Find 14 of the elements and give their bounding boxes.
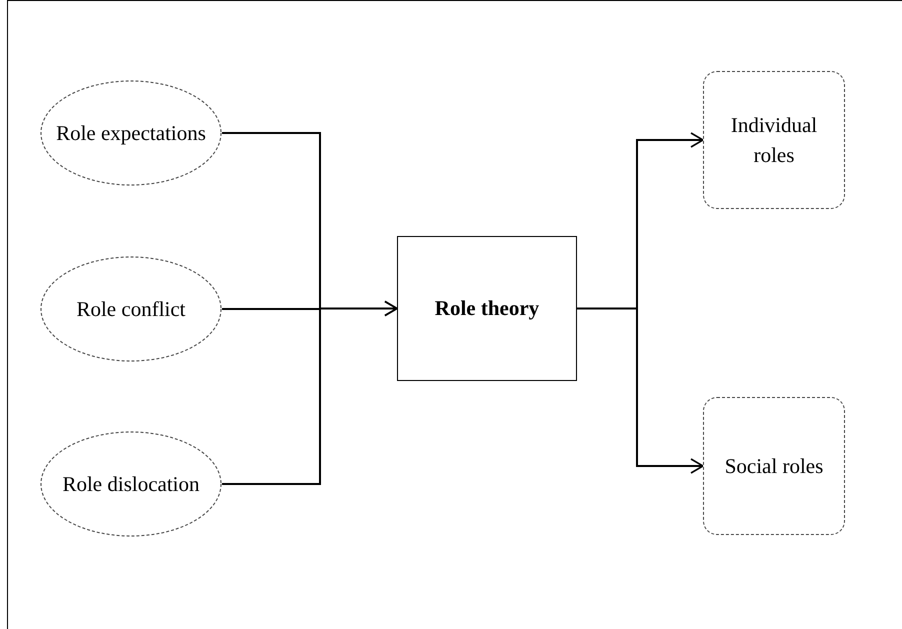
node-label: Social roles — [724, 452, 824, 480]
node-label: Individual roles — [730, 112, 818, 169]
dashed-rounded-box — [703, 397, 845, 535]
node-label: Role theory — [434, 295, 540, 322]
dashed-ellipse — [40, 80, 222, 186]
node-label: Role conflict — [75, 296, 187, 323]
connector-arrow — [577, 308, 704, 474]
dashed-ellipse — [40, 256, 222, 362]
process-box — [397, 236, 577, 381]
node-label: Role dislocation — [61, 470, 201, 498]
node-label: Role expectations — [55, 120, 207, 147]
connector-arrow — [222, 300, 398, 485]
dashed-ellipse — [40, 431, 222, 537]
dashed-rounded-box — [703, 71, 845, 209]
